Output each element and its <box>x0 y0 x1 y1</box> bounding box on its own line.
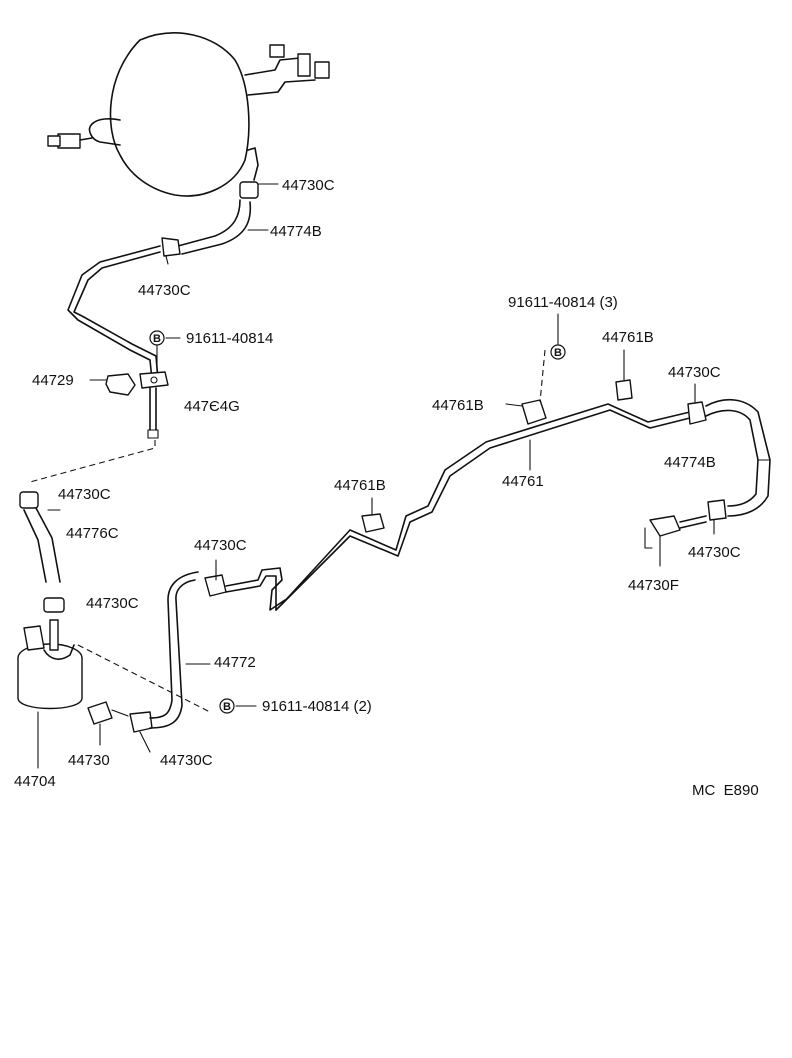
bracket-44729 <box>105 373 136 396</box>
label-c-top: 44730C <box>282 177 335 194</box>
label-h-right: 44774B <box>664 454 716 471</box>
label-clamp-right-b: 44761B <box>602 329 654 346</box>
label-bolt-right: 91611-40814 (3) <box>508 294 618 311</box>
canister-44704 <box>17 619 83 769</box>
fitting-44730F <box>644 515 707 567</box>
hose-44776C <box>19 491 65 613</box>
clamp-44761B-mid <box>361 513 385 533</box>
label-canister: 44704 <box>14 773 56 790</box>
label-h-top: 44774B <box>270 223 322 240</box>
label-pipe-761: 44761 <box>502 473 544 490</box>
bolt-left-mark: B <box>153 333 161 345</box>
valve-44730 <box>87 701 129 746</box>
label-bolt-mid: 91611-40814 (2) <box>262 698 372 715</box>
label-c-mid-left: 44730C <box>58 486 111 503</box>
label-bolt-left: 91611-40814 <box>186 330 273 347</box>
clamp-44761B-right-b <box>615 379 633 401</box>
label-code: MC E890 <box>692 782 759 799</box>
label-pipe-772: 44772 <box>214 654 256 671</box>
label-pipe-g: 447Є4G <box>184 398 240 415</box>
label-clamp-right-a: 44761B <box>432 397 484 414</box>
label-c-low-left: 44730C <box>86 595 139 612</box>
label-c-bottom: 44730C <box>160 752 213 769</box>
pipe-44761 <box>275 403 691 611</box>
label-fitting: 44730F <box>628 577 679 594</box>
bolt-mid-mark: B <box>223 701 231 713</box>
bolt-right-mark: B <box>554 347 562 359</box>
bolt-mid-callout: B <box>219 698 257 714</box>
label-hose-c: 44776C <box>66 525 119 542</box>
label-c-right-low: 44730C <box>688 544 741 561</box>
bolt-left-callout: B <box>149 330 181 373</box>
bolt-mid-leader <box>77 644 211 713</box>
pipe-upper-left <box>29 245 169 483</box>
label-bracket: 44729 <box>32 372 74 389</box>
brake-booster <box>47 32 330 197</box>
label-clamp-mid: 44761B <box>334 477 386 494</box>
hose-44774B-top <box>161 181 259 265</box>
hose-44774B-right <box>687 383 771 535</box>
pipe-44772 <box>129 559 286 753</box>
label-valve: 44730 <box>68 752 110 769</box>
label-c-mid: 44730C <box>194 537 247 554</box>
clamp-44761B-right-a <box>521 399 547 425</box>
bolt-right-callout: B <box>539 313 566 403</box>
label-c-left: 44730C <box>138 282 191 299</box>
label-c-right-top: 44730C <box>668 364 721 381</box>
